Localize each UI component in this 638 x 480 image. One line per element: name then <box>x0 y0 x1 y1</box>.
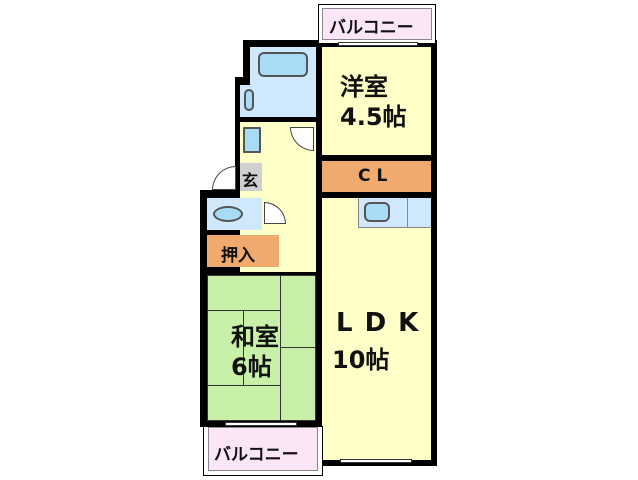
western-room-label: 洋室 <box>340 73 388 101</box>
ldk: LDK 10帖 <box>322 198 431 460</box>
entrance-label: 玄 <box>242 171 259 190</box>
balcony-bottom: バルコニー <box>203 426 323 476</box>
washbasin-icon <box>244 89 254 111</box>
balcony-top-label: バルコニー <box>329 18 414 38</box>
balcony-top: バルコニー <box>318 4 436 44</box>
bathtub-icon <box>258 52 308 77</box>
oshiire-label: 押入 <box>221 246 255 266</box>
western-room-size: 4.5帖 <box>340 103 407 131</box>
balcony-bottom-label: バルコニー <box>214 445 299 465</box>
closet: CL <box>322 161 431 192</box>
closet-label: CL <box>358 166 394 186</box>
washroom <box>240 85 316 117</box>
window-top <box>338 42 418 46</box>
japanese-room-size: 6帖 <box>231 353 272 381</box>
window-japanese <box>225 422 297 426</box>
entrance: 玄 <box>240 163 262 191</box>
oshiire: 押入 <box>207 235 279 267</box>
shoe-cabinet-icon <box>243 127 261 153</box>
japanese-room-label: 和室 <box>231 323 279 351</box>
kitchen-sink-icon <box>364 202 390 222</box>
hall-door[interactable] <box>290 127 314 151</box>
western-room: 洋室 4.5帖 <box>322 47 431 155</box>
kitchen-counter <box>358 198 431 228</box>
ldk-size: 10帖 <box>332 346 390 374</box>
toilet <box>207 198 262 230</box>
window-ldk <box>340 459 412 463</box>
front-door[interactable] <box>212 166 236 190</box>
japanese-room: 和室 6帖 <box>207 275 316 421</box>
ldk-label: LDK <box>336 308 431 338</box>
toilet-icon <box>213 206 243 222</box>
